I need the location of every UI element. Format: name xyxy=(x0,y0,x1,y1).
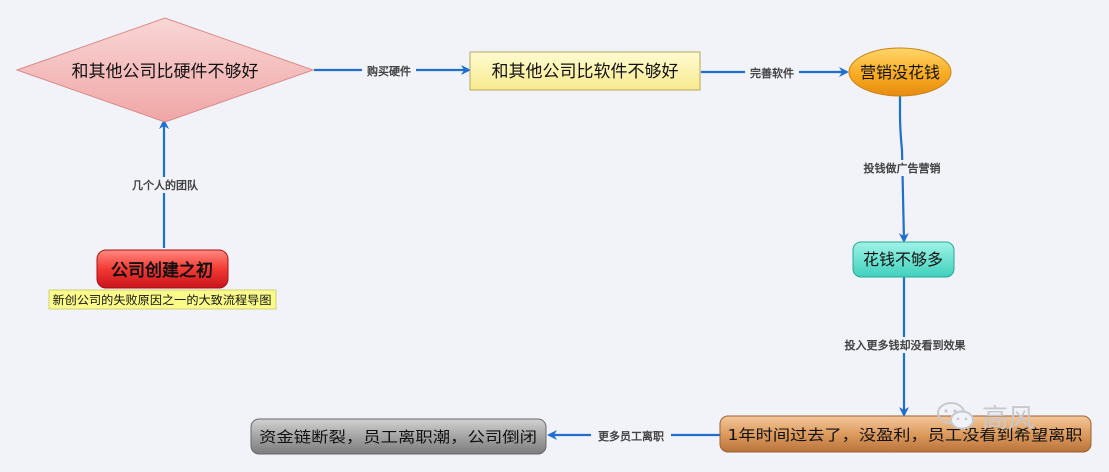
node-not-enough[interactable]: 花钱不够多 xyxy=(852,241,955,278)
edge-label-one-year-to-end: 更多员工离职 xyxy=(598,429,664,443)
watermark-text: 高风 xyxy=(982,403,1035,434)
node-end-label: 资金链断裂，员工离职潮，公司倒闭 xyxy=(259,428,537,446)
node-not-enough-label: 花钱不够多 xyxy=(863,250,943,269)
edge-label-hardware-to-software: 购买硬件 xyxy=(367,64,411,78)
wechat-icon xyxy=(937,402,974,430)
node-marketing[interactable]: 营销没花钱 xyxy=(848,47,952,97)
node-hardware-label: 和其他公司比硬件不够好 xyxy=(72,62,259,82)
node-marketing-label: 营销没花钱 xyxy=(860,63,940,82)
edge-label-start-to-hardware: 几个人的团队 xyxy=(132,178,199,192)
node-start-caption: 新创公司的失败原因之一的大致流程导图 xyxy=(48,289,277,310)
edge-label-not-enough-to-one-year: 投入更多钱却没看到效果 xyxy=(845,338,966,352)
edge-label-software-to-marketing: 完善软件 xyxy=(750,66,794,80)
edges xyxy=(159,65,909,440)
watermark: 高风 xyxy=(936,398,1076,434)
node-end[interactable]: 资金链断裂，员工离职潮，公司倒闭 xyxy=(250,418,547,455)
node-one-year[interactable]: 1年时间过去了，没盈利，员工没看到希望离职 xyxy=(719,415,1092,453)
node-software-label: 和其他公司比软件不够好 xyxy=(492,62,679,82)
node-start-label: 公司创建之初 xyxy=(111,260,213,281)
edge-labels: 几个人的团队 购买硬件 完善软件 投钱做广告营销 投入更多钱却没看到效果 更多员… xyxy=(126,63,976,444)
node-software[interactable]: 和其他公司比软件不够好 xyxy=(469,51,701,91)
edge-label-marketing-to-not-enough: 投钱做广告营销 xyxy=(864,161,941,175)
node-one-year-label: 1年时间过去了，没盈利，员工没看到希望离职 xyxy=(728,426,1083,444)
node-start[interactable]: 公司创建之初 xyxy=(96,249,229,289)
node-hardware[interactable]: 和其他公司比硬件不够好 xyxy=(15,17,315,123)
edge-marketing-to-not-enough xyxy=(898,96,909,243)
node-start-caption-text: 新创公司的失败原因之一的大致流程导图 xyxy=(53,293,272,307)
